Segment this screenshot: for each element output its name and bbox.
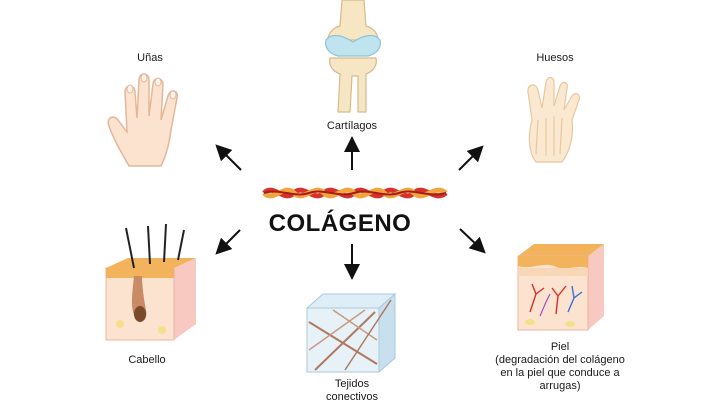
label-hair: Cabello xyxy=(112,354,182,367)
arrow-to-skin xyxy=(460,229,480,248)
hair-follicle-illustration xyxy=(104,220,198,344)
label-nails: Uñas xyxy=(120,52,180,65)
label-skin-line4: arrugas) xyxy=(480,380,640,393)
knee-cartilage-illustration xyxy=(322,0,384,115)
label-bones: Huesos xyxy=(520,52,590,65)
label-cartilage: Cartílagos xyxy=(310,120,394,133)
arrow-to-nails xyxy=(221,150,241,170)
hand-nails-illustration xyxy=(103,72,195,172)
foot-bones-illustration xyxy=(522,72,588,166)
label-skin-line1: Piel xyxy=(480,341,640,354)
label-skin-line3: en la piel que conduce a xyxy=(480,367,640,380)
label-connective-line2: conectivos xyxy=(310,391,394,404)
skin-illustration xyxy=(516,242,606,332)
connective-tissue-illustration xyxy=(305,292,397,374)
arrow-to-bones xyxy=(459,151,478,170)
label-connective-line1: Tejidos xyxy=(310,378,394,391)
arrow-to-hair xyxy=(221,230,240,249)
label-skin-line2: (degradación del colágeno xyxy=(480,354,640,367)
